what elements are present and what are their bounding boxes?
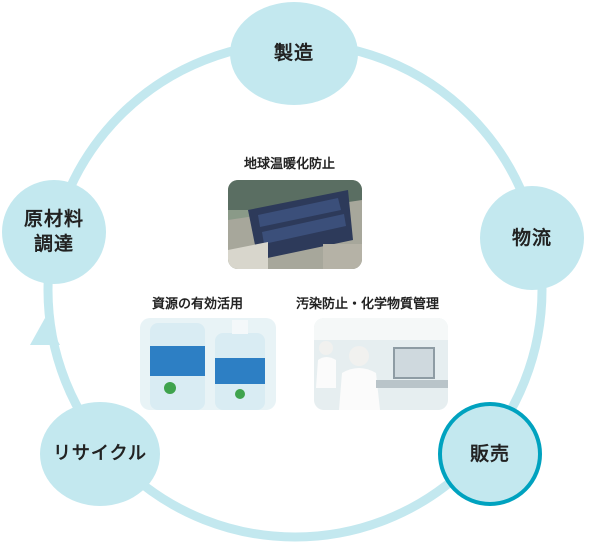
caption-pollution: 汚染防止・化学物質管理 xyxy=(296,297,440,312)
node-label: 販売 xyxy=(469,442,510,465)
node-recycle: リサイクル xyxy=(40,402,160,506)
solar-factory-roof-photo xyxy=(228,180,362,269)
node-sales: 販売 xyxy=(438,402,542,506)
laboratory-workers-photo xyxy=(314,318,448,410)
water-bottles-photo xyxy=(140,318,276,410)
caption-global-warming: 地球温暖化防止 xyxy=(244,157,336,172)
caption-resources: 資源の有効活用 xyxy=(152,297,244,312)
node-label: 製造 xyxy=(273,42,314,65)
node-logistics: 物流 xyxy=(480,186,584,290)
node-manufacturing: 製造 xyxy=(230,2,358,105)
node-label: 原材料 調達 xyxy=(23,208,84,255)
node-label: リサイクル xyxy=(52,443,148,465)
cycle-arrow-icon xyxy=(30,318,60,345)
node-raw-materials: 原材料 調達 xyxy=(2,180,106,284)
node-label: 物流 xyxy=(511,226,552,249)
